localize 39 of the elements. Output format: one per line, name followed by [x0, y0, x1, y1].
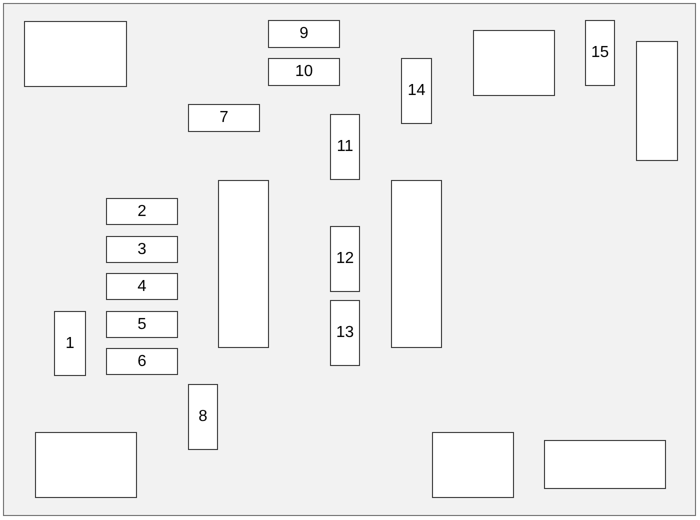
fuse — [330, 114, 360, 180]
fuse-number: 11 — [336, 138, 354, 156]
relay-box — [391, 180, 442, 348]
fuse — [268, 20, 340, 48]
fuse-number: 13 — [336, 324, 354, 342]
fuse-number: 8 — [198, 408, 208, 426]
fuse — [106, 236, 178, 263]
fuse — [188, 104, 260, 132]
fuse-number: 6 — [138, 352, 146, 370]
fuse-number: 5 — [138, 316, 146, 334]
fuse-number: 15 — [591, 44, 609, 62]
relay-box — [35, 432, 137, 498]
fuse — [54, 311, 86, 376]
relay-box — [636, 41, 678, 161]
fuse-number: 14 — [408, 82, 426, 100]
relay-box — [544, 440, 666, 489]
fuse — [106, 198, 178, 225]
fuse-number: 4 — [138, 278, 146, 296]
fuse-number: 1 — [66, 334, 74, 352]
fuse — [188, 384, 218, 450]
fuse-number: 9 — [300, 25, 308, 43]
fuse-box-panel — [3, 3, 696, 516]
fuse — [401, 58, 432, 124]
fuse-number: 3 — [138, 240, 146, 258]
fuse — [106, 273, 178, 300]
relay-box — [218, 180, 269, 348]
fuse-number: 2 — [138, 202, 146, 220]
fuse — [330, 226, 360, 292]
relay-box — [432, 432, 514, 498]
fuse — [330, 300, 360, 366]
fuse — [585, 20, 615, 86]
relay-box — [24, 21, 127, 87]
fuse — [268, 58, 340, 86]
relay-box — [473, 30, 555, 96]
fuse-number: 10 — [295, 63, 313, 81]
fuse — [106, 348, 178, 375]
fuse — [106, 311, 178, 338]
fuse-number: 7 — [220, 109, 228, 127]
fuse-number: 12 — [336, 250, 354, 268]
